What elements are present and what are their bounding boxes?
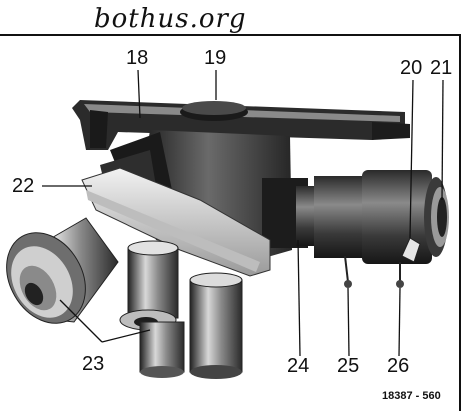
figure-code: 18387 - 560 (382, 390, 441, 402)
callout-23: 23 (82, 353, 105, 375)
nosepiece-ring (81, 167, 271, 277)
leader-lines (42, 69, 444, 357)
callout-21: 21 (430, 57, 453, 79)
callout-26: 26 (387, 355, 410, 377)
handwritten-watermark: bothus.org (94, 4, 247, 34)
callout-24: 24 (287, 355, 310, 377)
objective-right (139, 272, 243, 379)
callout-25: 25 (337, 355, 360, 377)
diagram-frame (0, 34, 461, 411)
objective-large (6, 217, 119, 324)
callout-22: 22 (12, 175, 35, 197)
side-tube (262, 170, 449, 288)
callout-19: 19 (204, 47, 227, 69)
top-cap (180, 101, 248, 121)
objective-center (119, 240, 179, 331)
callout-18: 18 (126, 47, 149, 69)
callout-20: 20 (400, 57, 423, 79)
